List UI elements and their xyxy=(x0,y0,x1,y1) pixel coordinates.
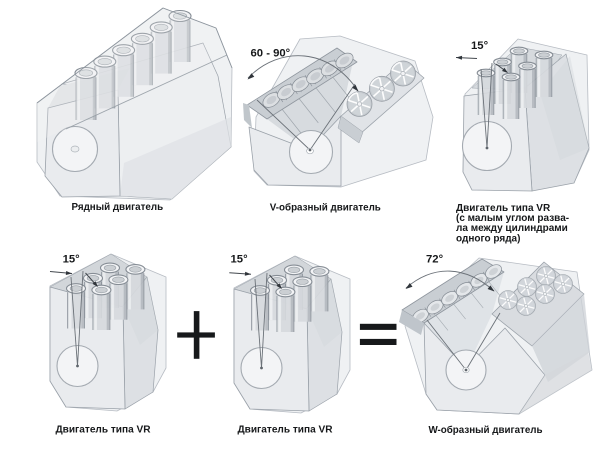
svg-text:W-образный двигатель: W-образный двигатель xyxy=(428,425,542,436)
svg-text:60 - 90°: 60 - 90° xyxy=(251,48,291,60)
svg-text:V-образный двигатель: V-образный двигатель xyxy=(270,203,381,214)
svg-text:Рядный двигатель: Рядный двигатель xyxy=(71,202,163,213)
svg-text:15°: 15° xyxy=(63,254,81,266)
svg-text:(с малым углом разва-: (с малым углом разва- xyxy=(456,213,569,224)
svg-text:Двигатель типа VR: Двигатель типа VR xyxy=(456,203,551,214)
svg-text:Двигатель типа VR: Двигатель типа VR xyxy=(55,425,151,436)
svg-text:одного ряда): одного ряда) xyxy=(456,233,520,244)
svg-text:15°: 15° xyxy=(471,40,489,52)
svg-text:72°: 72° xyxy=(426,254,444,266)
svg-text:Двигатель типа VR: Двигатель типа VR xyxy=(237,425,333,436)
svg-text:15°: 15° xyxy=(231,253,249,265)
svg-text:ла между цилиндрами: ла между цилиндрами xyxy=(456,223,568,234)
